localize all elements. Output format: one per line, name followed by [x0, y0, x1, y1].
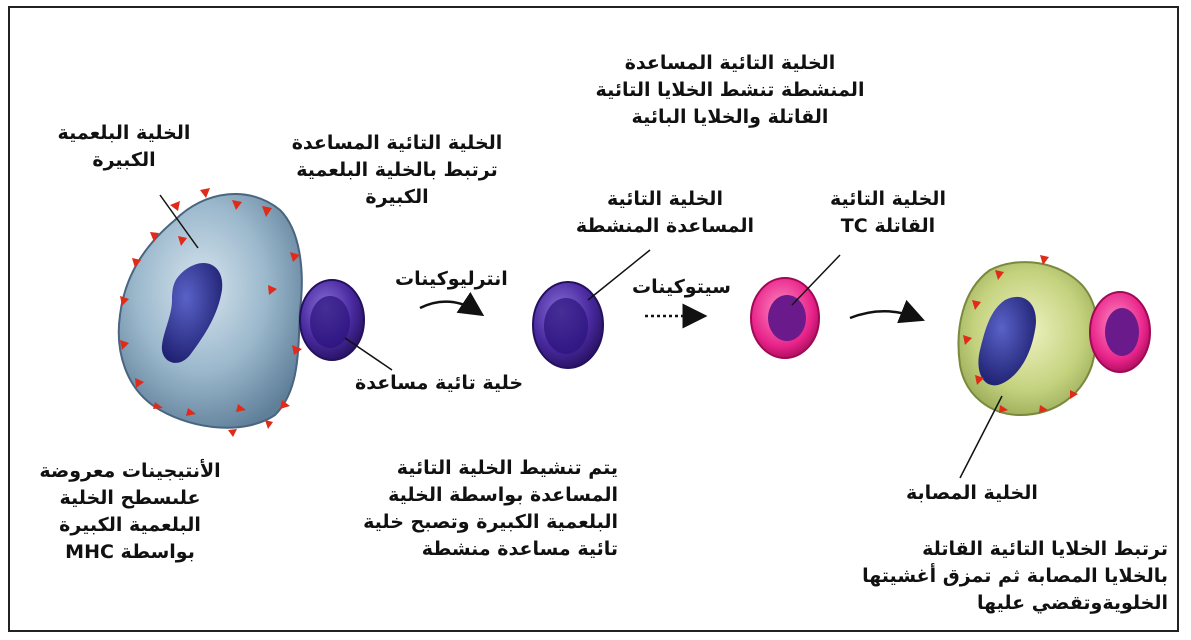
label-line: الخلويةوتقضي عليها: [976, 592, 1168, 614]
label-macrophage: الخلية البلعمية الكبيرة: [36, 120, 212, 174]
label-killer-desc: ترتبط الخلايا التائية القاتلة بالخلايا ا…: [812, 536, 1168, 617]
label-line: الكبيرة: [92, 149, 156, 171]
label-line: بواسطة MHC: [65, 541, 195, 563]
activated-helper-t-cell: [532, 281, 604, 369]
label-line: تائية مساعدة منشطة: [421, 538, 618, 560]
label-line: البلعمية الكبيرة وتصبح خلية: [363, 511, 618, 533]
arrow-interleukins: [419, 291, 485, 317]
label-line: القاتلة والخلايا البائية: [631, 106, 829, 128]
label-line: يتم تنشيط الخلية التائية: [396, 457, 618, 479]
label-line: علىسطح الخلية: [59, 487, 201, 509]
label-line: بالخلايا المصابة ثم تمزق أغشيتها: [862, 565, 1168, 587]
label-line: القاتلة TC: [840, 215, 936, 237]
label-antigens: الأنتيجينات معروضة علىسطح الخلية البلعمي…: [30, 458, 230, 566]
label-activation-desc: يتم تنشيط الخلية التائية المساعدة بواسطة…: [300, 455, 618, 563]
label-infected-cell: الخلية المصابة: [906, 482, 1038, 504]
label-line: البلعمية الكبيرة: [59, 514, 201, 536]
label-line: المساعدة المنشطة: [575, 215, 755, 237]
infected-antigen-markers: [963, 255, 1078, 413]
label-killer-tc: الخلية التائية القاتلة TC: [808, 186, 968, 240]
label-line: الخلية التائية المساعدة: [291, 132, 503, 154]
antigen-markers: [120, 188, 302, 437]
bound-killer-t-cell: [1089, 291, 1151, 373]
infected-cell: [957, 261, 1099, 417]
label-line: الخلية التائية المساعدة: [624, 52, 836, 74]
label-line: الخلية التائية: [607, 188, 723, 210]
killer-t-cell: [750, 277, 820, 359]
label-line: المساعدة بواسطة الخلية: [388, 484, 618, 506]
label-activated-helper-activates: الخلية التائية المساعدة المنشطة تنشط الخ…: [570, 50, 890, 131]
label-line: ترتبط الخلايا التائية القاتلة: [922, 538, 1168, 560]
label-activated-helper: الخلية التائية المساعدة المنشطة: [570, 186, 760, 240]
label-line: الخلية البلعمية: [57, 122, 191, 144]
label-interleukins: انترليوكينات: [395, 268, 508, 290]
label-line: الخلية التائية: [830, 188, 946, 210]
label-line: الكبيرة: [365, 186, 429, 208]
leader-lines: [159, 194, 1003, 479]
label-line: المنشطة تنشط الخلايا التائية: [595, 79, 865, 101]
label-line: ترتبط بالخلية البلعمية: [296, 159, 498, 181]
diagram-frame: [8, 6, 1179, 632]
label-cytokines: سيتوكينات: [632, 276, 731, 298]
label-helper-cell: خلية تائية مساعدة: [355, 372, 524, 394]
label-line: الأنتيجينات معروضة: [39, 460, 221, 482]
label-helper-binds: الخلية التائية المساعدة ترتبط بالخلية ال…: [276, 130, 518, 211]
helper-t-cell: [299, 279, 365, 361]
macrophage-cell: [117, 193, 303, 429]
arrow-attack: [849, 299, 925, 324]
